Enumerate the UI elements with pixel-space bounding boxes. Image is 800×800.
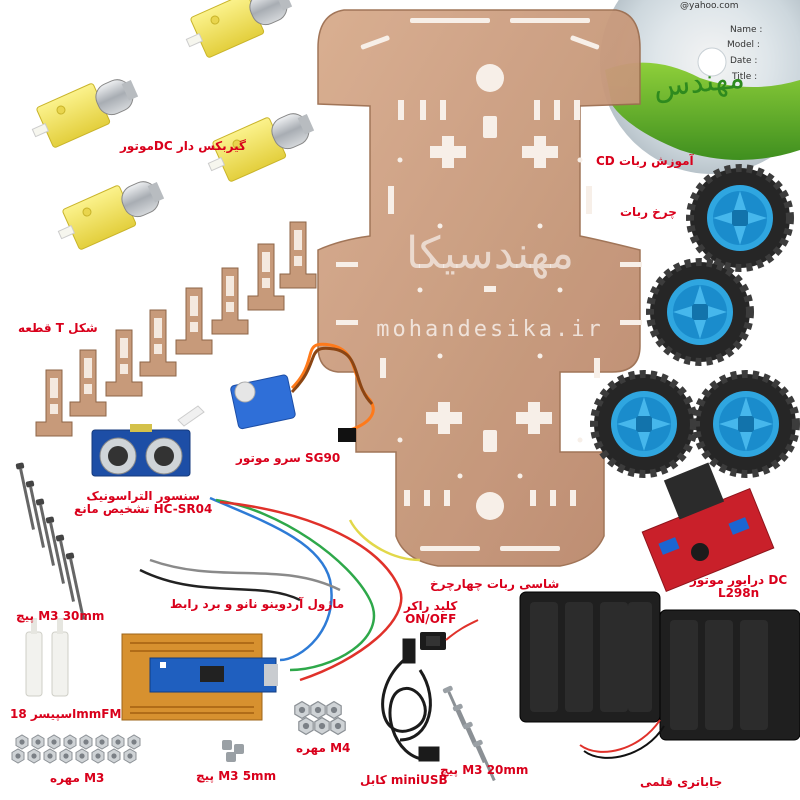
label-t-piece: قطعه T شکل xyxy=(18,321,98,335)
m4-nuts xyxy=(294,700,346,736)
label-screw-30: پیچ M3 30mm xyxy=(16,609,105,623)
label-nut-m3: مهره M3 xyxy=(50,771,105,785)
ultrasonic-sensor xyxy=(91,424,191,477)
label-driver-line2: L298n xyxy=(717,586,760,600)
dc-motor xyxy=(50,169,170,256)
m3-30mm-screws xyxy=(15,462,88,621)
label-driver-line1: درایور موتور DC xyxy=(690,573,788,587)
cd-title: Title : xyxy=(731,72,757,82)
label-cd: CD آموزش ربات xyxy=(596,154,694,168)
rocker-switch xyxy=(420,619,479,650)
dc-motor xyxy=(178,0,298,64)
label-switch-line1: کلید راکر xyxy=(404,599,458,613)
label-screw-20: پیچ M3 20mm xyxy=(440,763,529,777)
watermark-logo: مهندسیکا xyxy=(406,228,574,279)
m3-5mm-screws xyxy=(222,740,244,762)
label-screw-5: پیچ M3 5mm xyxy=(196,769,277,783)
label-ultrasonic: سنسور التراسونیک تشخیص مانع HC-SR04 xyxy=(74,490,212,516)
servo-motor xyxy=(177,342,375,442)
chassis-plate xyxy=(317,9,642,567)
arduino-nano-board xyxy=(121,633,278,721)
label-ultrasonic-line1: سنسور التراسونیک xyxy=(86,489,200,503)
label-driver: درایور موتور DC L298n xyxy=(690,574,787,600)
l298n-driver xyxy=(641,462,775,593)
label-switch: کلید راکر ON/OFF xyxy=(404,600,457,626)
label-wheel: چرخ ربات xyxy=(620,205,677,219)
watermark-url: mohandesika.ir xyxy=(376,317,603,342)
label-cable: کابل miniUSB xyxy=(360,773,448,787)
cd-name: Name : xyxy=(730,25,762,35)
label-servo: سرو موتور SG90 xyxy=(236,451,341,465)
label-nut-m4: مهره M4 xyxy=(296,741,351,755)
label-switch-line2: ON/OFF xyxy=(405,612,457,626)
jumper-wires xyxy=(139,496,421,682)
label-battery: جاباتری قلمی xyxy=(640,775,723,789)
label-dc-motor: موتورDC گیربکس دار xyxy=(120,139,246,153)
cd-email: @yahoo.com xyxy=(680,1,738,11)
label-arduino: ماژول آردوینو نانو و برد رابط xyxy=(170,597,345,611)
spacers xyxy=(25,618,69,697)
cd-model: Model : xyxy=(727,40,760,50)
m3-nuts xyxy=(11,734,141,764)
cd-date: Date : xyxy=(730,56,757,66)
label-chassis: شاسی ربات چهارچرخ xyxy=(430,577,560,591)
battery-holders xyxy=(519,591,800,759)
label-ultrasonic-line2: تشخیص مانع HC-SR04 xyxy=(74,502,213,516)
training-cd: @yahoo.com Name : Model : Date : Title :… xyxy=(600,0,800,174)
mini-usb-cable xyxy=(381,638,440,762)
label-spacer: اسپیسر 18mmFM xyxy=(10,707,122,721)
